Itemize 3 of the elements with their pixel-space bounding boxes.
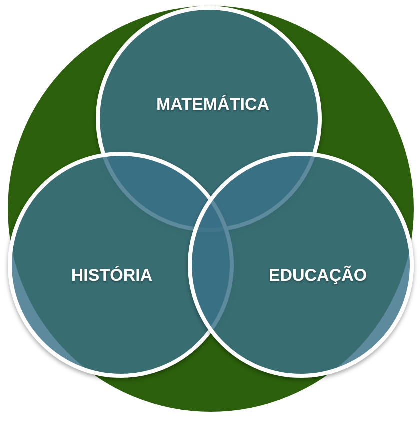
circle-label: HISTÓRIA [71,266,153,286]
circle-label: EDUCAÇÃO [268,266,368,286]
circle-label: MATEMÁTICA [156,95,270,115]
